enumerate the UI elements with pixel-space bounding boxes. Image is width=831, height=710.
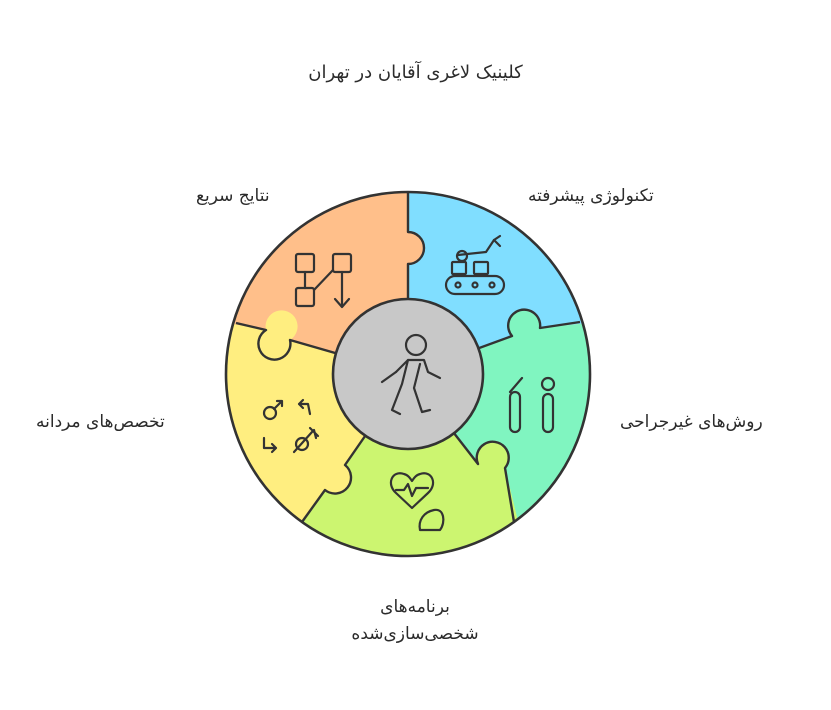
conveyor-robot-icon — [444, 234, 506, 296]
label-personalized: برنامه‌های شخصی‌سازی‌شده — [300, 594, 530, 648]
flowchart-icon — [294, 252, 353, 309]
outer-ring — [224, 190, 592, 558]
page-title: کلینیک لاغری آقایان در تهران — [308, 62, 523, 83]
label-personalized-line2: شخصی‌سازی‌شده — [351, 624, 479, 644]
label-rapid-results: نتایج سریع — [196, 186, 270, 206]
segment-dividers — [235, 191, 581, 523]
gender-symbols-icon — [262, 398, 320, 454]
center-circle — [331, 297, 485, 451]
label-non-surgical: روش‌های غیرجراحی — [620, 412, 763, 432]
heart-muscle-icon — [389, 472, 445, 532]
label-personalized-line1: برنامه‌های — [380, 597, 450, 617]
label-advanced-tech: تکنولوژی پیشرفته — [528, 186, 654, 206]
dental-tools-icon — [508, 376, 556, 434]
segment-personalized — [290, 374, 520, 557]
label-male-specialties: تخصص‌های مردانه — [36, 412, 165, 432]
walking-person-icon — [380, 333, 442, 416]
